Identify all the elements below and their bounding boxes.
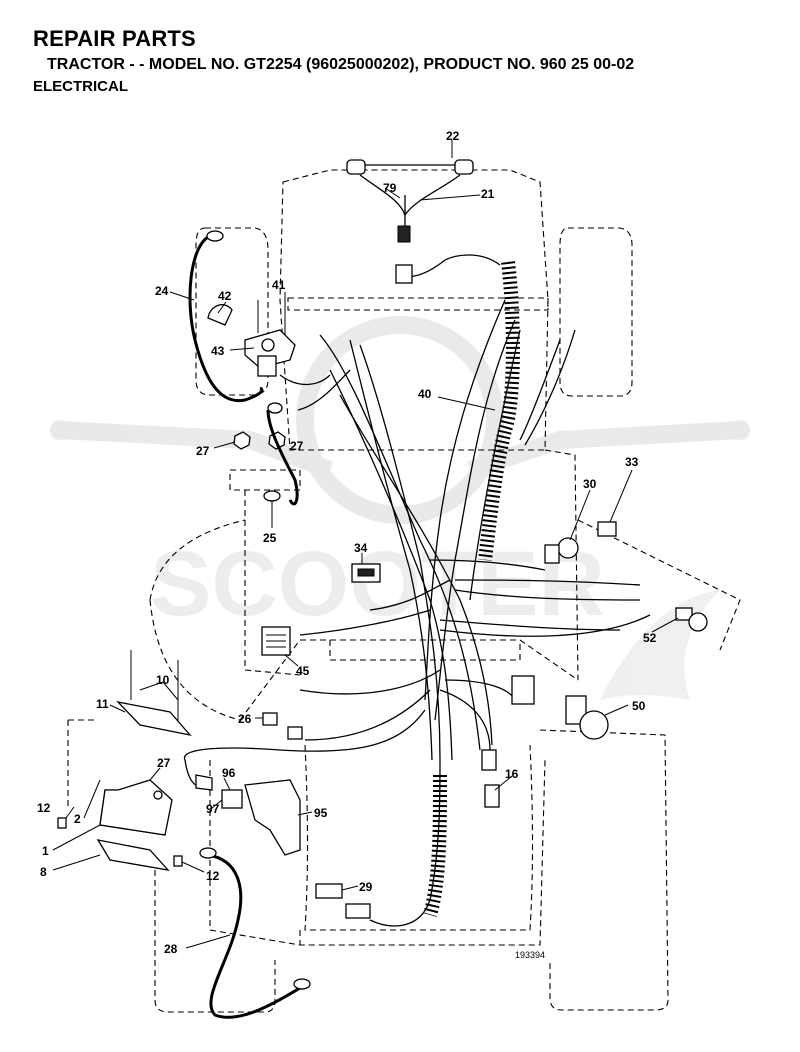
wiring-harness [183, 164, 651, 927]
switch-34 [351, 563, 381, 583]
callout-16: 16 [505, 767, 519, 781]
battery-cable-28 [199, 847, 311, 1019]
ground-cable-25 [263, 402, 299, 506]
battery-1 [96, 779, 173, 871]
bracket-95 [195, 774, 301, 856]
tractor-outline [67, 169, 741, 1013]
callout-42: 42 [218, 289, 232, 303]
callout-21: 21 [481, 187, 495, 201]
connector-block [481, 675, 535, 771]
callout-8: 8 [40, 865, 47, 879]
callout-97: 97 [206, 802, 220, 816]
callout-26: 26 [238, 712, 252, 726]
callout-1: 1 [42, 844, 49, 858]
callout-27-battery: 27 [157, 756, 171, 770]
callout-2: 2 [74, 812, 81, 826]
connector-52 [675, 607, 708, 632]
callout-43: 43 [211, 344, 225, 358]
switch-16 [484, 784, 500, 808]
callout-labels: 22 79 21 24 42 41 43 40 27 27 25 30 33 3… [37, 129, 657, 960]
callout-24: 24 [155, 284, 169, 298]
callout-45: 45 [296, 664, 310, 678]
callout-33: 33 [625, 455, 639, 469]
callout-95: 95 [314, 806, 328, 820]
battery-hold-down [116, 650, 192, 737]
module-45 [261, 626, 291, 656]
leader-lines [52, 140, 679, 949]
callout-79: 79 [383, 181, 397, 195]
callout-41: 41 [272, 278, 286, 292]
callout-25: 25 [263, 531, 277, 545]
connectors-26 [262, 712, 303, 740]
callout-29: 29 [359, 880, 373, 894]
callout-22: 22 [446, 129, 460, 143]
switch-29 [315, 883, 371, 919]
solenoid-43 [207, 292, 296, 377]
callout-30: 30 [583, 477, 597, 491]
callout-28: 28 [164, 942, 178, 956]
callout-50: 50 [632, 699, 646, 713]
callout-10: 10 [156, 673, 170, 687]
callout-27-left: 27 [196, 444, 210, 458]
callout-34: 34 [354, 541, 368, 555]
callout-12-right: 12 [206, 869, 220, 883]
fasteners-12 [57, 817, 183, 867]
figure-number: 193394 [515, 950, 545, 960]
callout-27-right: 27 [290, 439, 304, 453]
callout-52: 52 [643, 631, 657, 645]
ignition-switch-30 [544, 537, 579, 564]
harness-plug-upper [395, 264, 413, 284]
headlight-assembly [346, 159, 474, 243]
switch-50 [565, 695, 609, 740]
callout-40: 40 [418, 387, 432, 401]
section-heading: ELECTRICAL [33, 78, 128, 95]
callout-12-left: 12 [37, 801, 51, 815]
watermark-text: SCOOTER [150, 533, 605, 635]
callout-96: 96 [222, 766, 236, 780]
page-subtitle: TRACTOR - - MODEL NO. GT2254 (9602500020… [47, 56, 635, 73]
battery-cable-24 [188, 230, 264, 403]
callout-11: 11 [96, 697, 109, 711]
switch-33 [597, 521, 617, 537]
page-title: REPAIR PARTS [33, 26, 196, 51]
